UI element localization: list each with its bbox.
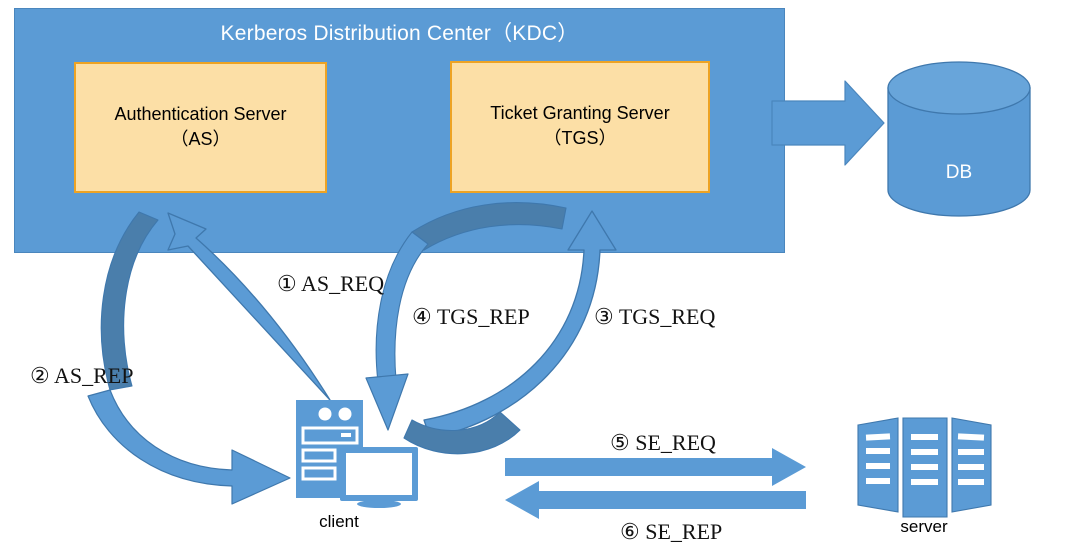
server-caption: server (900, 517, 948, 536)
database-label: DB (945, 162, 973, 183)
arrow-se-req (505, 448, 806, 486)
server-rack-icon (857, 417, 992, 518)
arrow-as-req (167, 212, 331, 401)
step-label-as-rep: ② AS_REP (30, 363, 134, 388)
ticket-granting-server-box: Ticket Granting Server （TGS） (450, 61, 710, 193)
authentication-server-label-line2: （AS） (170, 129, 231, 150)
kdc-title: Kerberos Distribution Center（KDC） (220, 22, 579, 45)
client-computer-icon (296, 400, 418, 508)
step-label-se-rep: ⑥ SE_REP (620, 519, 723, 544)
database-cylinder-icon (887, 61, 1031, 217)
step-label-tgs-req: ③ TGS_REQ (594, 304, 716, 329)
step-label-tgs-rep: ④ TGS_REP (412, 304, 530, 329)
arrow-se-rep (505, 481, 806, 519)
arrow-tgs-req (423, 210, 617, 439)
ticket-granting-server-label-line1: Ticket Granting Server (490, 103, 670, 123)
step-label-as-req: ① AS_REQ (277, 271, 385, 296)
step-label-se-req: ⑤ SE_REQ (610, 430, 716, 455)
arrow-tgs-rep (365, 202, 567, 455)
kdc-to-db-arrow (771, 80, 885, 166)
authentication-server-label-line1: Authentication Server (114, 104, 287, 124)
arrow-as-rep (87, 211, 291, 505)
ticket-granting-server-label-line2: （TGS） (543, 128, 617, 149)
authentication-server-box: Authentication Server （AS） (74, 62, 327, 193)
client-caption: client (319, 512, 359, 531)
